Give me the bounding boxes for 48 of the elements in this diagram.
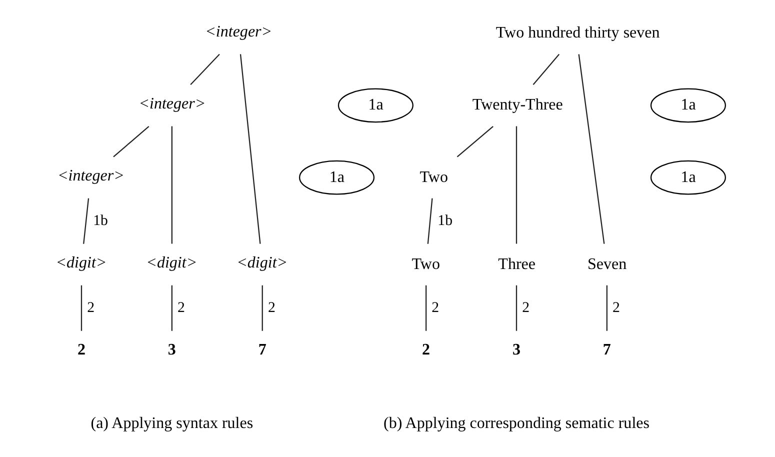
node-text: Two hundred thirty seven	[495, 24, 660, 42]
connector	[82, 198, 89, 244]
node-text: <integer>	[56, 168, 124, 185]
node-text: <digit>	[236, 254, 288, 272]
connector	[456, 126, 493, 158]
node-text: <digit>	[146, 254, 197, 272]
node-text: 7	[602, 342, 610, 359]
connector	[606, 285, 607, 331]
connector	[515, 126, 517, 244]
connector	[112, 126, 149, 158]
edge-label: 2	[177, 300, 184, 316]
edge-label: 2	[431, 300, 439, 316]
node-ellipse: 1a	[650, 88, 726, 123]
label: (a) Applying syntax rules	[90, 414, 253, 432]
node-ellipse: 1a	[298, 160, 374, 195]
connector	[515, 285, 517, 331]
connector	[261, 285, 262, 331]
node-text: <digit>	[55, 254, 106, 272]
node-text: Seven	[586, 256, 626, 273]
node-text: Twenty-Three	[472, 96, 562, 114]
node-text: 7	[258, 342, 266, 359]
node-text: Three	[498, 256, 536, 273]
node-text: <integer>	[204, 23, 272, 40]
node-text: 2	[76, 342, 85, 359]
connector	[532, 54, 560, 86]
edge-label: 2	[522, 300, 530, 316]
node-text: <integer>	[138, 96, 206, 113]
node-text: 2	[422, 342, 430, 359]
connector	[578, 54, 604, 244]
edge-label: 1b	[437, 212, 452, 229]
edge-label: 2	[86, 300, 94, 316]
node-text: 3	[167, 342, 176, 359]
connector	[425, 285, 426, 331]
edge-label: 2	[612, 300, 620, 316]
connector	[170, 285, 172, 331]
node-text: 3	[512, 342, 520, 359]
edge-label: 1b	[92, 212, 108, 229]
connector	[80, 285, 82, 331]
connector	[426, 198, 432, 244]
node-text: Two	[411, 256, 440, 273]
connector	[239, 54, 260, 244]
connector	[190, 54, 220, 86]
node-text: Two	[419, 168, 448, 186]
node-ellipse: 1a	[650, 160, 726, 195]
edge-label: 2	[267, 300, 275, 316]
label: (b) Applying corresponding sematic rules	[383, 414, 649, 432]
node-ellipse: 1a	[337, 88, 413, 123]
connector	[170, 126, 172, 244]
